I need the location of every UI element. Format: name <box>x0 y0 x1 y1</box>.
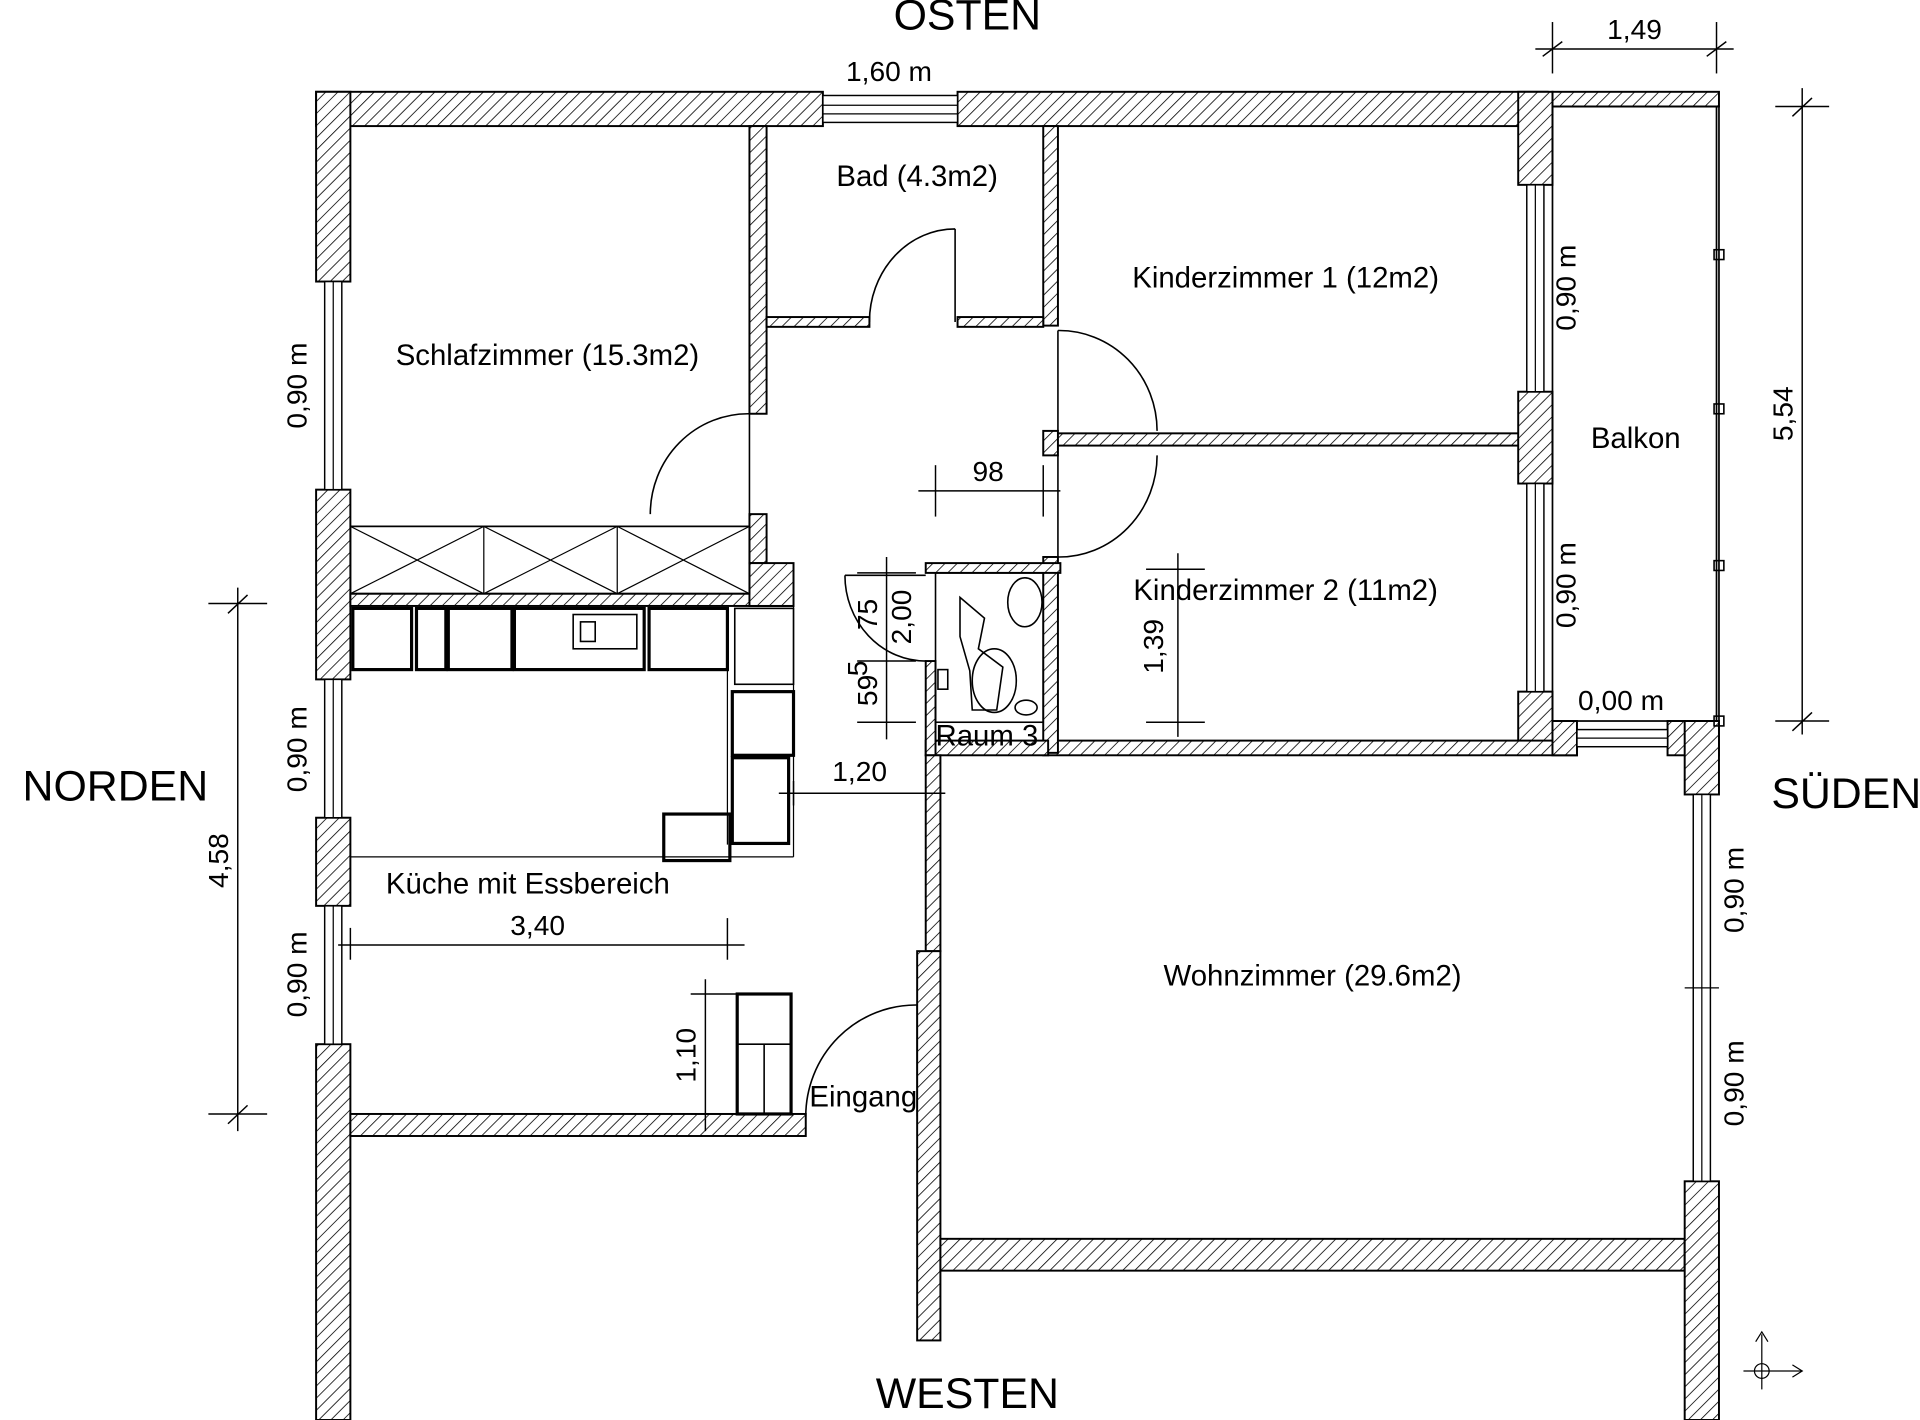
dim-kitchen-window-1: 0,90 m <box>281 706 312 792</box>
dim-balcony-door: 0,00 m <box>1578 685 1664 716</box>
wall-right-1 <box>1683 720 1720 796</box>
dimension-lines <box>208 22 1830 1132</box>
kitchen-units <box>349 525 796 1116</box>
room-label-bedroom: Schlafzimmer (15.3m2) <box>396 339 699 372</box>
wall-kids2-left <box>1042 556 1059 754</box>
wall-kids-divider <box>1054 432 1525 447</box>
wall-bedroom-bath <box>748 125 768 415</box>
wall-living-bottom <box>939 1237 1686 1272</box>
wall-kitchen-stub <box>748 562 795 607</box>
wall-left-3 <box>315 816 352 907</box>
wall-kids-divider-stub <box>1042 429 1059 457</box>
dim-wc-59: 59 <box>852 675 883 706</box>
wall-living-left-2 <box>916 950 942 1342</box>
windows <box>323 94 1719 1183</box>
balcony <box>1551 105 1725 727</box>
room-label-room3: Raum 3 <box>936 720 1039 753</box>
doors <box>649 228 1158 1117</box>
door-bath <box>868 228 956 322</box>
room-label-kids2: Kinderzimmer 2 (11m2) <box>1133 574 1438 607</box>
walls <box>315 90 1720 1420</box>
dim-wc-59-superscript: 5 <box>842 661 873 677</box>
wall-top-balcony <box>1551 90 1720 108</box>
dim-kitchen-window-2: 0,90 m <box>281 931 312 1017</box>
wall-wc-top <box>924 562 1062 574</box>
labels: OSTEN WESTEN NORDEN SÜDEN Bad (4.3m2) Sc… <box>23 0 1920 1418</box>
wall-kitchen-bottom <box>349 1112 807 1137</box>
compass-north: NORDEN <box>23 763 209 811</box>
dim-cabinet-height: 1,10 <box>671 1028 702 1083</box>
dim-balcony-width: 1,49 <box>1607 14 1662 45</box>
wall-left-4 <box>315 1043 352 1420</box>
compass-south: SÜDEN <box>1771 770 1920 818</box>
door-kids2 <box>1057 455 1158 558</box>
room-label-bathroom: Bad (4.3m2) <box>836 160 998 193</box>
wall-kitchen-top <box>349 592 795 607</box>
door-wc <box>844 574 926 662</box>
dim-top-window: 1,60 m <box>846 56 932 87</box>
wall-left-2 <box>315 488 352 681</box>
wall-kids2-bottom <box>1042 739 1578 757</box>
dim-balcony-height: 5,54 <box>1767 386 1798 441</box>
wall-bath-kids1 <box>1042 125 1059 327</box>
window-top <box>822 94 959 124</box>
compass-east: OSTEN <box>894 0 1042 39</box>
dim-living-window-2: 0,90 m <box>1718 1040 1749 1126</box>
door-kids1 <box>1057 329 1158 431</box>
room-label-kids1: Kinderzimmer 1 (12m2) <box>1132 262 1439 295</box>
wall-kids-east-1 <box>1517 90 1554 186</box>
wc-fixtures <box>934 572 1045 724</box>
room-label-balcony: Balkon <box>1591 422 1681 455</box>
dim-kids2-window: 1,39 <box>1138 619 1169 674</box>
wall-top-left <box>315 90 824 128</box>
wall-wc-left <box>924 660 937 757</box>
dim-living-window-1: 0,90 m <box>1718 847 1749 933</box>
balcony-outline <box>1551 105 1720 722</box>
dim-wc-75: 75 <box>852 599 883 630</box>
wall-bath-bottom-left <box>765 316 871 328</box>
hall-lines <box>765 326 927 741</box>
room-label-kitchen: Küche mit Essbereich <box>386 868 670 901</box>
wall-left-1 <box>315 90 352 283</box>
dim-bedroom-window: 0,90 m <box>281 343 312 429</box>
dim-hall-98: 98 <box>972 456 1003 487</box>
dim-wc-200: 2,00 <box>886 590 917 645</box>
wall-south-stub <box>1551 720 1578 757</box>
dim-kitchen-width: 3,40 <box>510 910 565 941</box>
room-label-entrance: Eingang <box>809 1081 917 1114</box>
room-label-living: Wohnzimmer (29.6m2) <box>1164 959 1462 992</box>
dim-kids2-window-side: 0,90 m <box>1551 542 1582 628</box>
wall-right-2 <box>1683 1180 1720 1420</box>
dim-kids1-window: 0,90 m <box>1551 245 1582 331</box>
door-bedroom <box>649 412 751 515</box>
wardrobe <box>349 525 751 595</box>
wall-kids-east-2 <box>1517 390 1554 485</box>
wall-top-right <box>956 90 1549 128</box>
wall-bath-bottom-right <box>956 316 1045 328</box>
dim-kitchen-height: 4,58 <box>203 833 234 888</box>
wall-bedroom-bottom <box>748 513 768 565</box>
dim-passage-width: 1,20 <box>832 756 887 787</box>
wall-living-left-1 <box>924 754 942 953</box>
coordinate-axis-icon <box>1743 1330 1804 1390</box>
compass-west: WESTEN <box>876 1370 1059 1418</box>
